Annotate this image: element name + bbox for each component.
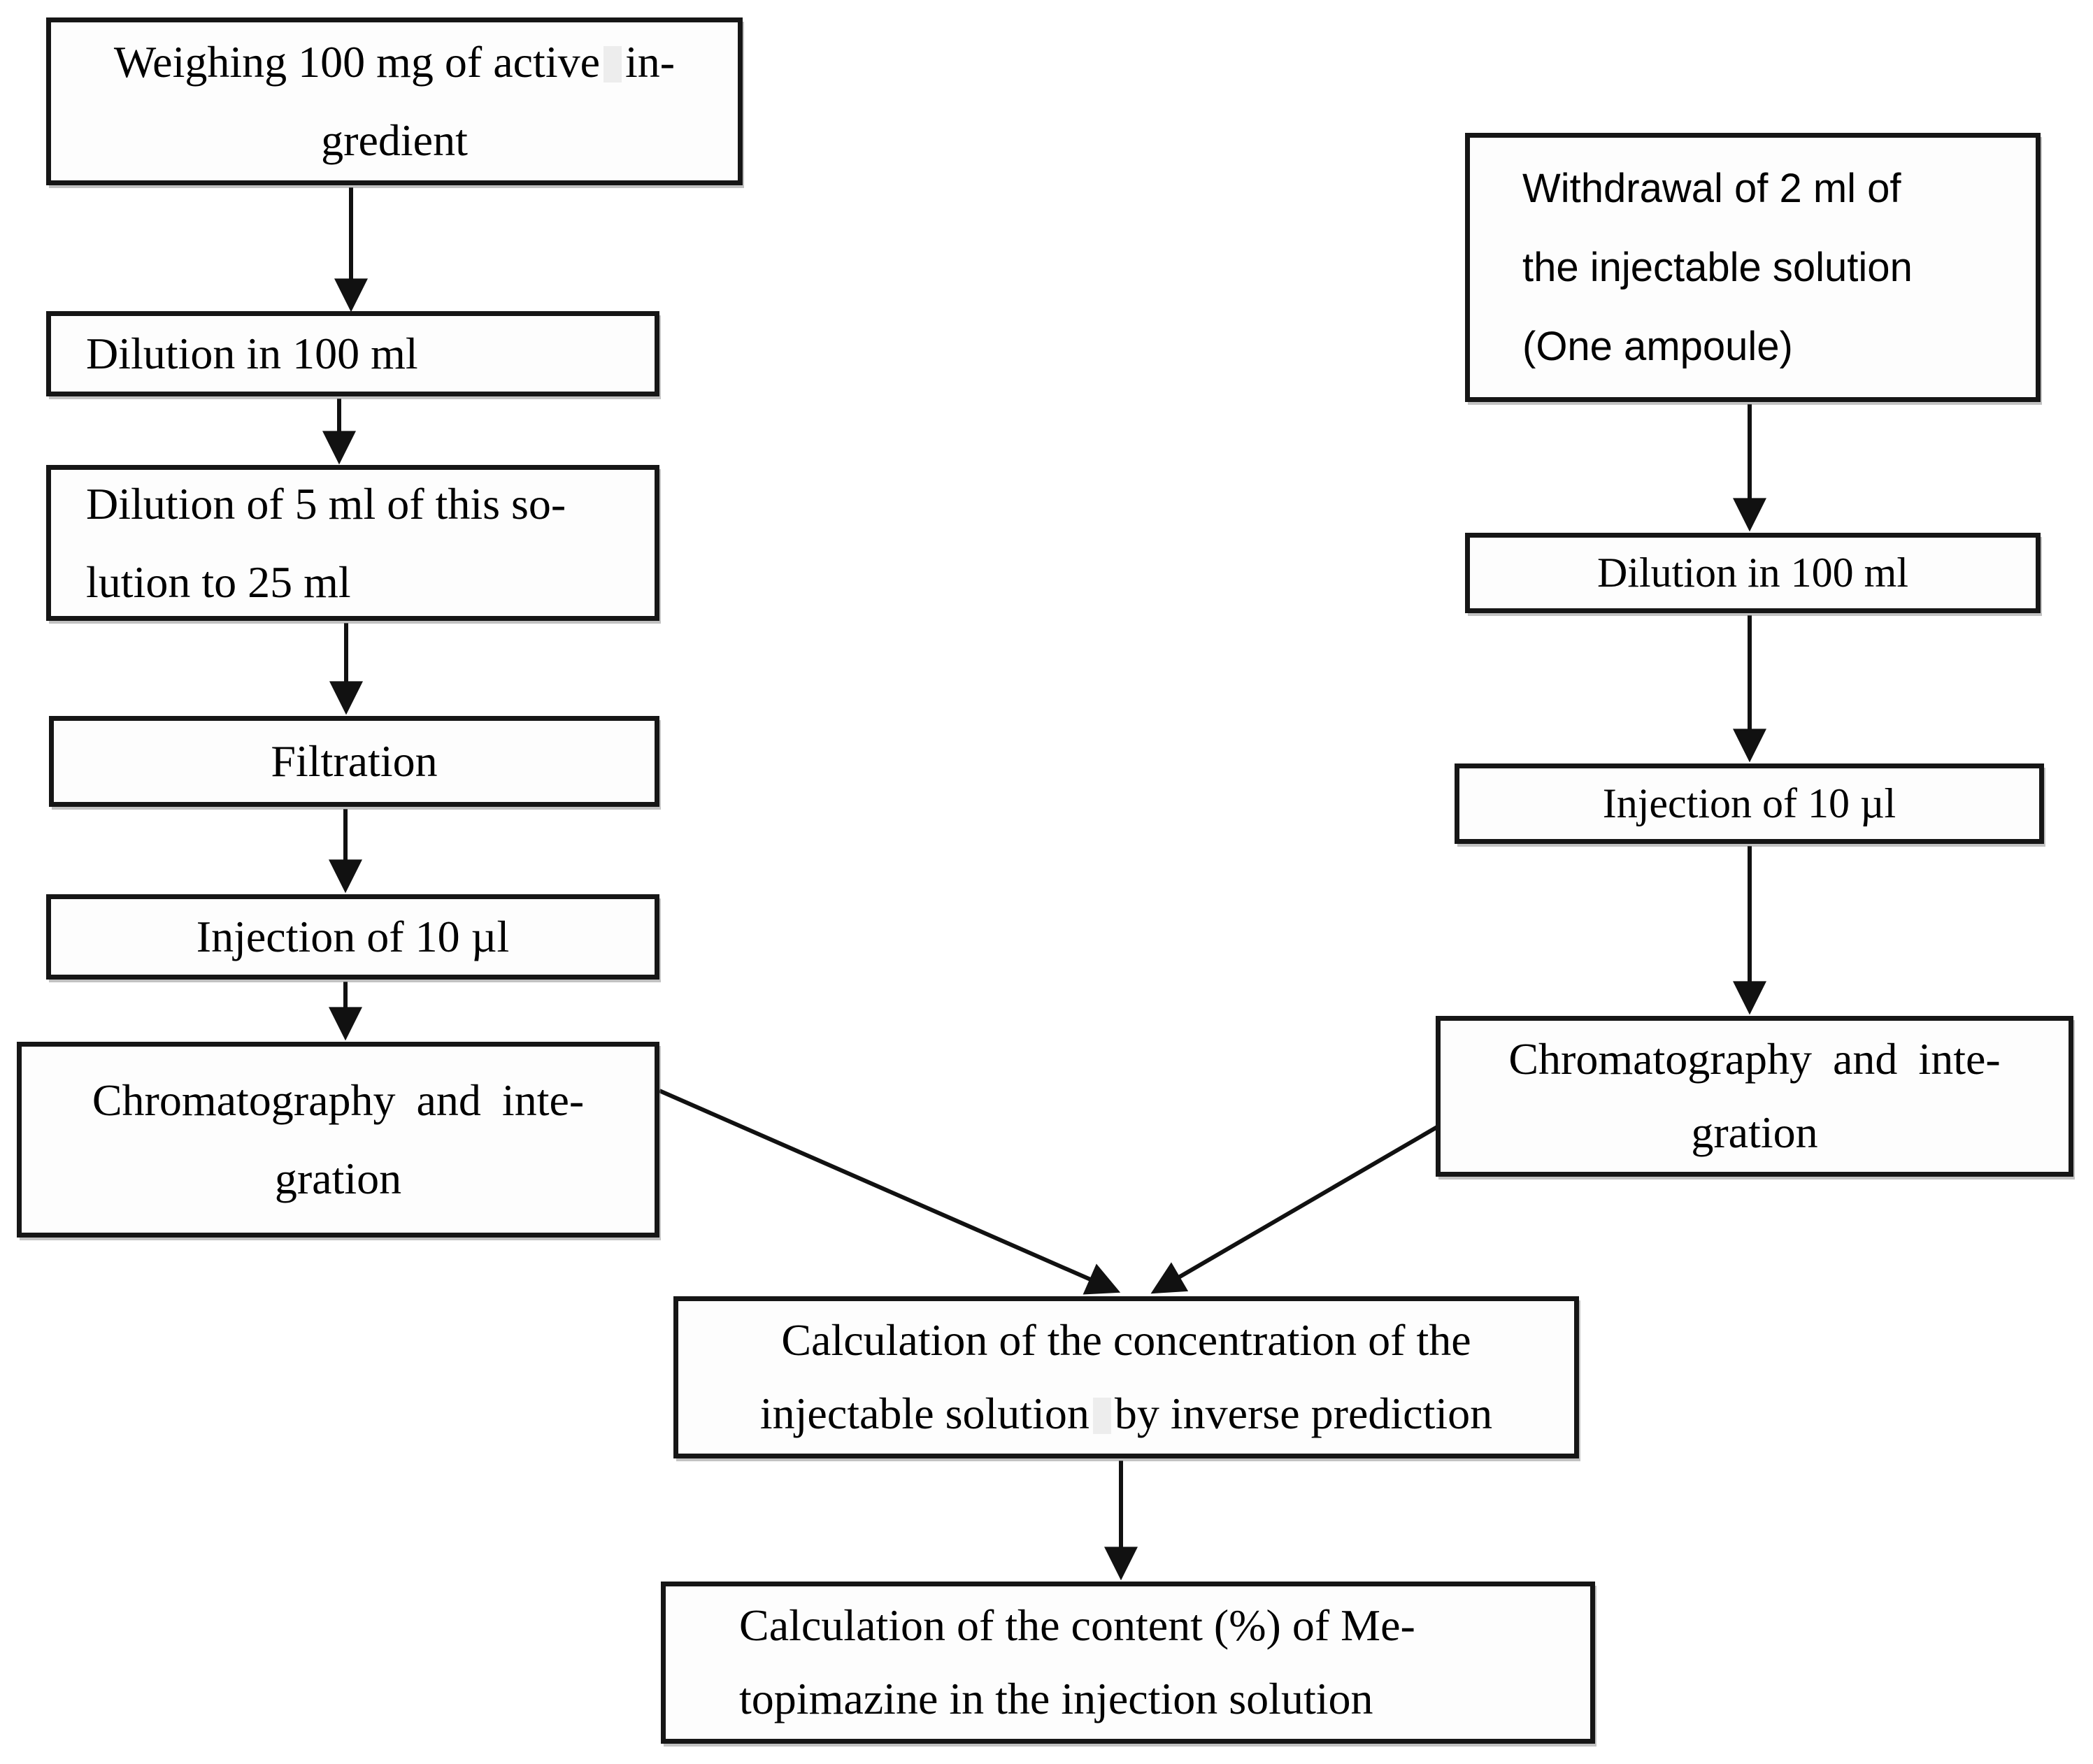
box-injection-10ul-left: Injection of 10 µl <box>46 894 659 980</box>
box-text-line: Chromatography and inte- <box>92 1075 585 1125</box>
box-text-line: Calculation of the content (%) of Me- <box>739 1600 1415 1651</box>
box-text-line: Injection of 10 µl <box>1602 780 1896 826</box>
box-text-line: Chromatography and inte- <box>1508 1034 2001 1084</box>
arrow-diagonal-right-to-concentration <box>1150 1125 1438 1294</box>
box-text-line: gration <box>1691 1107 1818 1157</box>
box-text-line: Dilution of 5 ml of this so- <box>86 478 566 529</box>
box-text-line: Injection of 10 µl <box>196 912 510 962</box>
box-text-line: gration <box>274 1154 402 1203</box>
highlight-artifact <box>1092 1398 1111 1434</box>
box-withdrawal-ampoule: Withdrawal of 2 ml of the injectable sol… <box>1465 133 2041 402</box>
box-text-line: Withdrawal of 2 ml of <box>1522 165 1901 211</box>
box-calculation-concentration: Calculation of the concentration of the … <box>673 1296 1579 1458</box>
box-chromatography-right: Chromatography and inte- gration <box>1436 1016 2073 1177</box>
box-dilution-100ml-left: Dilution in 100 ml <box>46 311 659 396</box>
box-text-line: Dilution in 100 ml <box>86 329 418 379</box>
box-chromatography-left: Chromatography and inte- gration <box>17 1042 659 1238</box>
box-text-line: lution to 25 ml <box>86 557 351 607</box>
box-text-line: the injectable solution <box>1522 244 1913 290</box>
box-text-line: Calculation of the concentration of the <box>781 1315 1471 1365</box>
highlight-artifact <box>603 46 622 83</box>
box-filtration: Filtration <box>49 716 659 807</box>
box-dilution-5ml-to-25ml: Dilution of 5 ml of this so- lution to 2… <box>46 465 659 621</box>
box-dilution-100ml-right: Dilution in 100 ml <box>1465 533 2041 613</box>
box-text-line: topimazine in the injection solution <box>739 1674 1373 1723</box>
box-calculation-content-percent: Calculation of the content (%) of Me- to… <box>661 1582 1595 1744</box>
box-text-line: gredient <box>321 115 468 165</box>
box-text-line: (One ampoule) <box>1522 324 1793 370</box>
box-text-line: Dilution in 100 ml <box>1596 549 1909 596</box>
arrow-diagonal-left-to-concentration <box>658 1089 1121 1295</box>
box-injection-10ul-right: Injection of 10 µl <box>1455 763 2044 844</box>
box-text-line: Filtration <box>271 736 438 787</box>
